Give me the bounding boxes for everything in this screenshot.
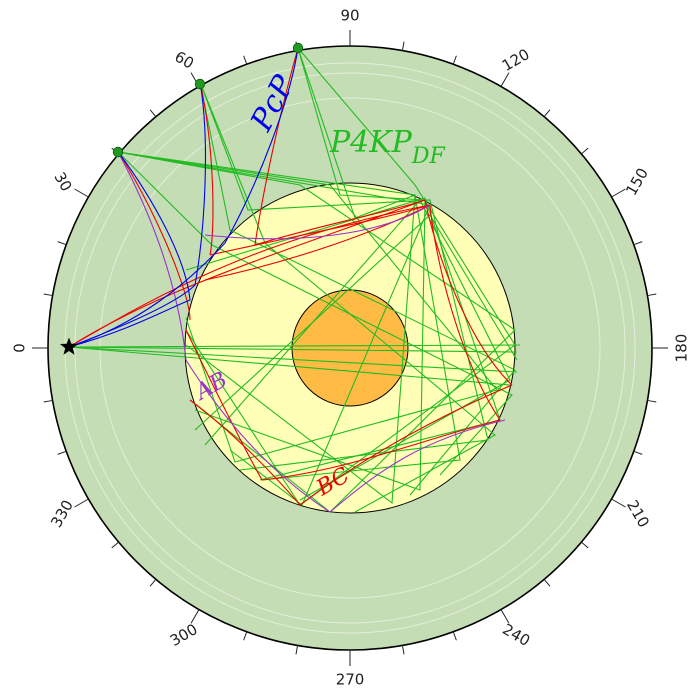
- angle-tick: [243, 631, 248, 641]
- ray-path-df: [68, 346, 511, 386]
- grid-circle: [99, 97, 601, 599]
- p4kp-df-label: P4KPDF: [329, 125, 446, 169]
- ray-path-bc: [117, 151, 191, 321]
- angle-tick: [74, 498, 89, 508]
- angle-tick: [401, 41, 405, 51]
- ray-path-df: [199, 81, 496, 513]
- star-icon: [59, 337, 79, 355]
- angle-tick: [581, 541, 589, 549]
- ray-path-pcp: [68, 81, 206, 348]
- inner-core-disk: [291, 289, 409, 407]
- ray-path-df: [261, 47, 461, 481]
- angle-tick: [401, 645, 405, 655]
- angle-tick: [57, 450, 67, 455]
- ray-path-df: [68, 346, 518, 373]
- angle-tick: [295, 645, 299, 655]
- ray-path-df: [194, 214, 518, 431]
- angle-tick: [633, 241, 643, 246]
- ray-path-ab: [204, 204, 431, 240]
- angle-label: 210: [623, 497, 653, 531]
- dot-icon: [292, 42, 304, 54]
- ray-path-bc: [199, 81, 214, 256]
- angle-tick: [149, 109, 157, 117]
- station-markers: [112, 42, 304, 158]
- pcp-rays: [68, 47, 299, 348]
- ray-path-df: [117, 151, 416, 505]
- ray-path-bc: [185, 329, 263, 481]
- angle-tick: [611, 188, 626, 198]
- angle-tick: [57, 241, 67, 246]
- angle-tick: [243, 55, 248, 65]
- ray-path-bc: [204, 204, 431, 281]
- ray-path-ab: [329, 419, 506, 513]
- ray-path-bc: [254, 199, 426, 246]
- ray-path-bc: [209, 204, 431, 256]
- angle-tick: [190, 609, 200, 624]
- ray-path-bc: [424, 199, 513, 386]
- angle-tick: [452, 55, 457, 65]
- angle-label: 150: [622, 165, 652, 199]
- ray-path-df: [199, 81, 489, 471]
- angle-tick: [43, 399, 53, 403]
- angle-tick: [543, 579, 551, 587]
- ray-path-df: [117, 151, 431, 506]
- angle-tick: [111, 541, 119, 549]
- dot-icon: [112, 146, 124, 158]
- angle-label: 330: [47, 497, 77, 531]
- ray-path-bc: [68, 199, 426, 348]
- angle-label: 30: [50, 169, 75, 195]
- ray-path-df: [68, 346, 518, 353]
- angle-tick: [647, 293, 657, 297]
- ray-path-df: [185, 47, 516, 506]
- angle-tick: [543, 109, 551, 117]
- p4kp-subscript-text: DF: [411, 144, 446, 169]
- angle-tick: [611, 498, 626, 508]
- ray-path-bc: [261, 419, 501, 481]
- ray-path-df: [117, 151, 498, 463]
- angle-ticks: [32, 30, 668, 666]
- angle-tick: [452, 631, 457, 641]
- ray-path-pcp: [68, 151, 191, 348]
- ray-path-bc: [429, 204, 501, 421]
- angle-tick: [500, 72, 510, 87]
- angle-tick: [581, 147, 589, 155]
- angle-label: 60: [171, 47, 197, 72]
- ray-path-df: [204, 199, 511, 501]
- angle-tick: [74, 188, 89, 198]
- angle-tick: [149, 579, 157, 587]
- p4kp-bc-rays: [68, 47, 513, 506]
- ray-path-ab: [185, 359, 331, 513]
- dot-icon: [194, 78, 206, 90]
- ray-path-bc: [254, 47, 299, 246]
- angle-tick: [500, 609, 510, 624]
- ray-path-bc: [299, 384, 513, 506]
- angle-label: 0: [10, 343, 28, 353]
- angle-label: 120: [499, 45, 533, 75]
- p4kp-ab-rays: [117, 151, 506, 513]
- ray-path-pcp: [68, 47, 299, 348]
- ray-path-df: [117, 151, 513, 476]
- ray-path-df: [68, 344, 521, 348]
- angle-label: 270: [336, 671, 365, 689]
- angle-label: 300: [167, 620, 201, 650]
- angle-tick: [633, 450, 643, 455]
- angle-label: 180: [673, 334, 691, 363]
- ray-path-ab: [117, 151, 187, 361]
- p4kp-main-text: P4KP: [329, 125, 413, 160]
- ray-path-bc: [189, 399, 301, 506]
- angle-tick: [647, 399, 657, 403]
- angle-label: 240: [499, 620, 533, 650]
- angle-label: 90: [340, 7, 359, 25]
- angle-tick: [43, 293, 53, 297]
